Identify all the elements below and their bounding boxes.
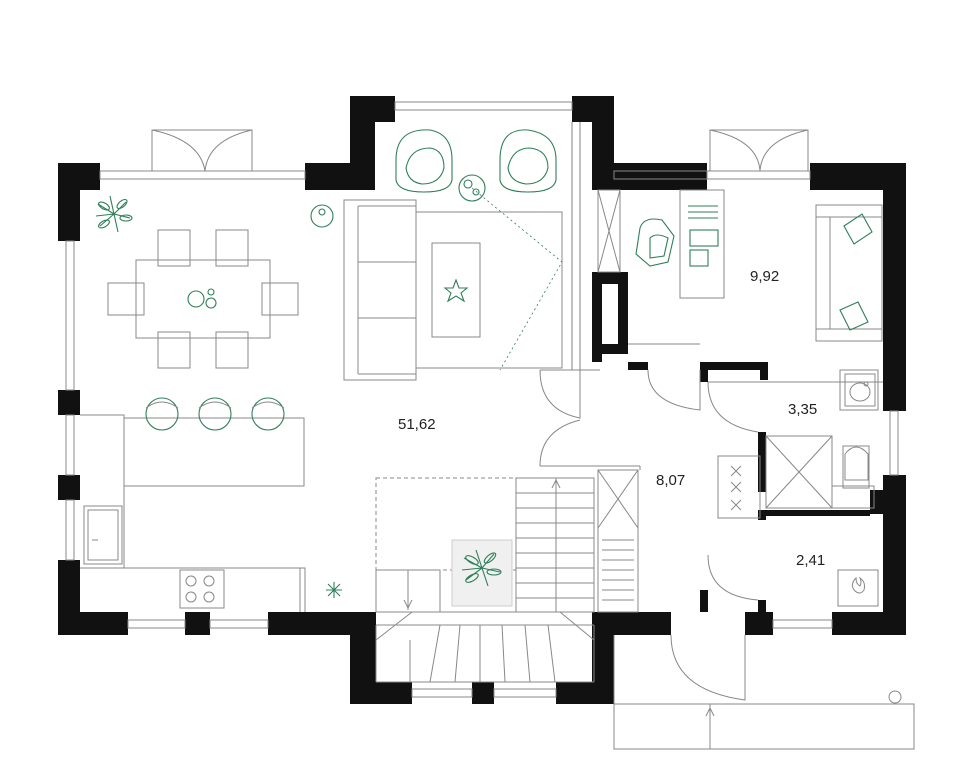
walls xyxy=(58,96,906,704)
area-label-living-kitchen: 51,62 xyxy=(398,416,436,433)
area-label-hall: 8,07 xyxy=(656,472,685,489)
bedroom xyxy=(635,189,883,342)
living xyxy=(343,129,563,381)
area-labels: 51,62 9,92 3,35 8,07 2,41 xyxy=(398,268,825,569)
kitchen xyxy=(80,397,342,612)
windows xyxy=(65,101,899,698)
fixtures xyxy=(844,373,876,594)
area-label-bedroom: 9,92 xyxy=(750,268,779,285)
interior-lines xyxy=(375,122,915,750)
plant-landing xyxy=(461,549,502,587)
area-label-boiler-room: 2,41 xyxy=(796,552,825,569)
dining xyxy=(95,195,334,369)
area-label-bathroom: 3,35 xyxy=(788,401,817,418)
